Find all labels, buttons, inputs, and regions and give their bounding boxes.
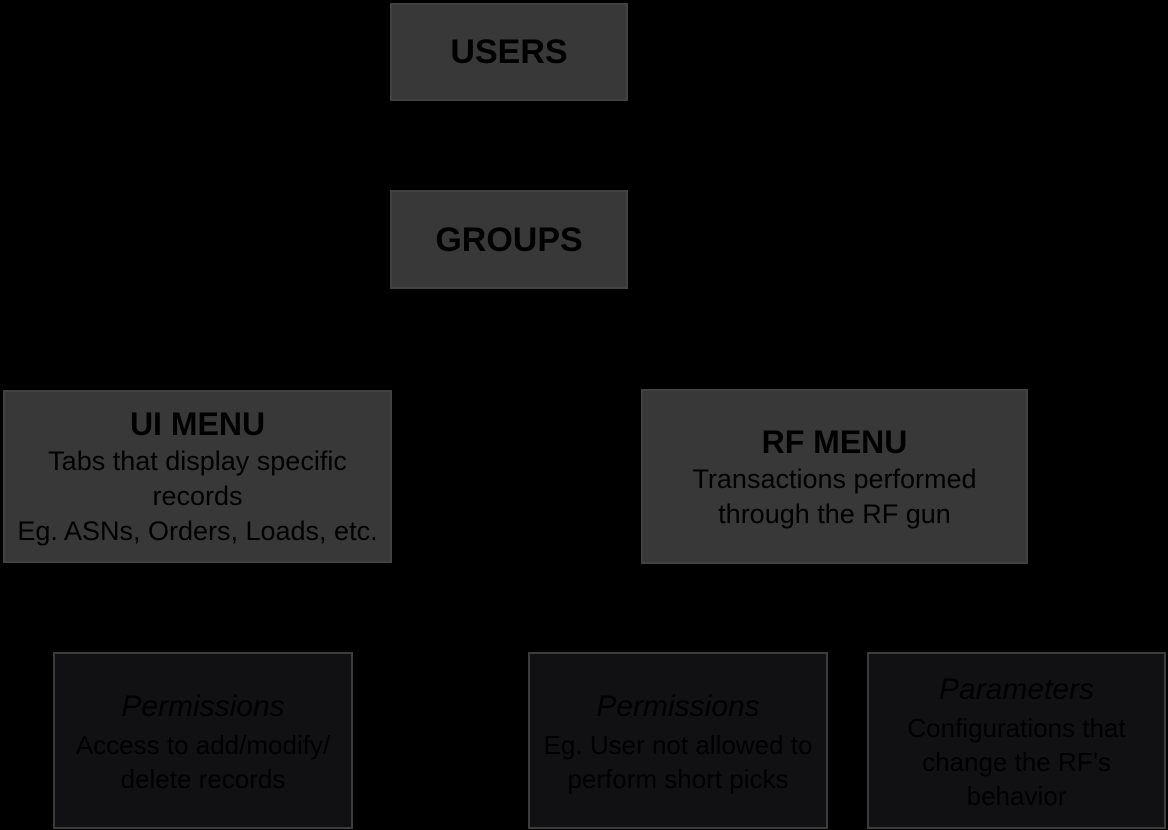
ui-menu-desc-line: Tabs that display specific <box>48 446 347 476</box>
rf-parameters-desc-line: change the RF’s <box>922 746 1111 777</box>
rf-menu-node: RF MENU Transactions performed through t… <box>641 389 1028 564</box>
ui-permissions-node-title: Permissions <box>121 689 285 723</box>
ui-menu-desc-line: records <box>152 481 243 511</box>
users-node-title: USERS <box>450 33 568 71</box>
ui-permissions-desc-line: delete records <box>120 763 286 794</box>
ui-menu-desc-line: Eg. ASNs, Orders, Loads, etc. <box>17 516 378 546</box>
rf-parameters-node-title: Parameters <box>938 672 1095 706</box>
rf-parameters-desc-line: behavior <box>966 780 1067 811</box>
rf-menu-node-title: RF MENU <box>761 423 908 460</box>
rf-parameters-node: Parameters Configurations that change th… <box>867 652 1166 829</box>
rf-menu-desc-line: Transactions performed <box>692 463 977 494</box>
rf-permissions-node-title: Permissions <box>596 689 760 723</box>
groups-node-title: GROUPS <box>435 220 583 259</box>
ui-permissions-desc-line: Access to add/modify/ <box>75 729 331 760</box>
rf-permissions-node: Permissions Eg. User not allowed to perf… <box>528 652 828 829</box>
rf-parameters-desc-line: Configurations that <box>907 712 1126 743</box>
ui-menu-node: UI MENU Tabs that display specific recor… <box>3 390 392 563</box>
users-node: USERS <box>390 3 628 101</box>
ui-menu-node-title: UI MENU <box>129 406 266 442</box>
groups-node: GROUPS <box>390 190 628 289</box>
ui-permissions-node: Permissions Access to add/modify/ delete… <box>53 652 353 829</box>
rf-menu-desc-line: through the RF gun <box>718 498 951 529</box>
rf-permissions-desc-line: Eg. User not allowed to <box>543 729 813 760</box>
rf-permissions-desc-line: perform short picks <box>567 763 789 794</box>
